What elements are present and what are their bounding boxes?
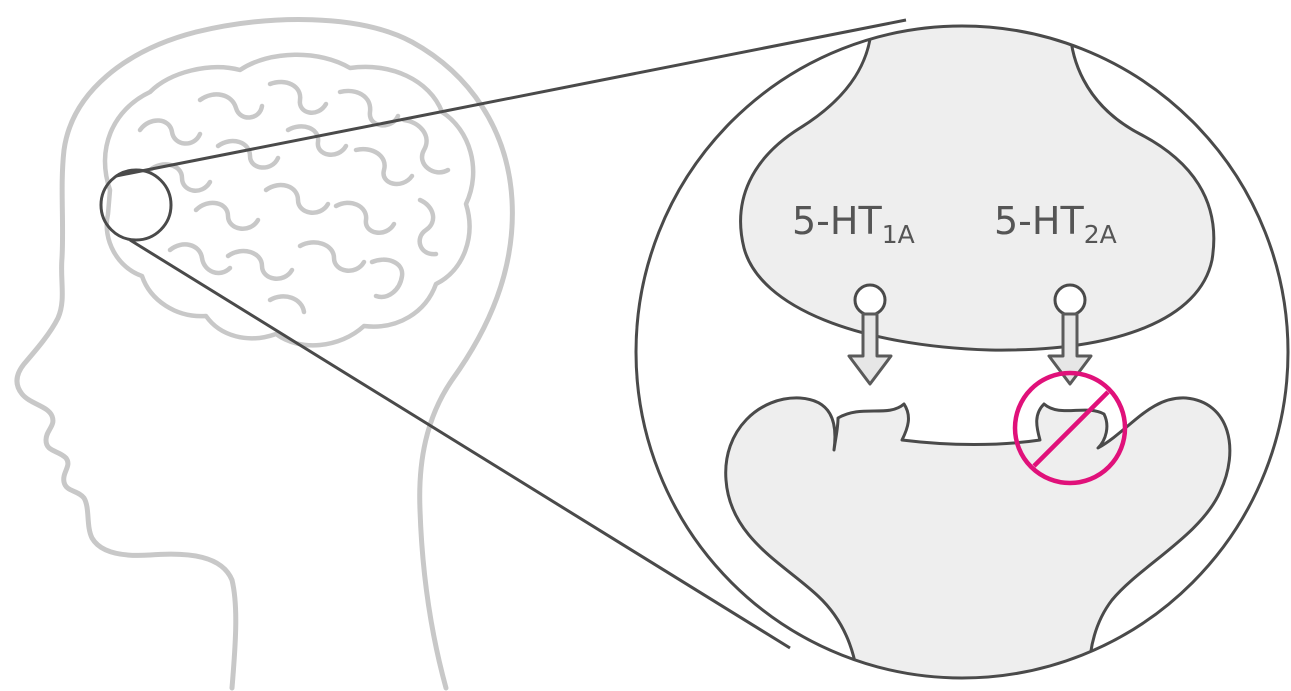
brain-fold (353, 146, 415, 187)
receptor-2a-signal (1047, 283, 1093, 386)
receptor-1a-subscript: 1A (882, 220, 915, 249)
brain-fold (167, 242, 233, 276)
brain-fold (333, 200, 397, 235)
brain-outline (102, 52, 476, 348)
brain-fold (225, 248, 295, 281)
brain-fold (369, 257, 405, 300)
presynaptic-terminal (739, 26, 1216, 352)
brain (102, 52, 476, 348)
brain-fold (337, 88, 401, 128)
brain-fold (417, 197, 439, 257)
brain-fold (401, 117, 451, 175)
zoom-line-bottom (129, 238, 791, 650)
receptor-1a-base: 5-HT (792, 199, 882, 243)
brain-fold (137, 118, 203, 146)
zoom-source-circle (99, 168, 173, 242)
magnified-view: 5-HT1A 5-HT2A (634, 24, 1290, 680)
brain-fold (297, 240, 367, 273)
zoom-line-top (115, 18, 907, 178)
receptor-1a-signal (847, 283, 893, 386)
receptor-label-2a: 5-HT2A (994, 199, 1117, 249)
receptor-2a-subscript: 2A (1084, 220, 1117, 249)
brain-fold (267, 294, 307, 315)
brain-fold (267, 79, 329, 115)
brain-fold (193, 200, 261, 231)
brain-fold (147, 162, 213, 193)
down-arrow-2a (1047, 312, 1093, 386)
ligand-2a (1053, 283, 1087, 317)
receptor-2a-base: 5-HT (994, 199, 1084, 243)
head-silhouette (14, 17, 515, 691)
brain-fold (263, 182, 331, 215)
receptor-label-1a: 5-HT1A (792, 199, 915, 249)
head-outline (14, 17, 515, 691)
blocked-icon (1012, 370, 1128, 486)
magnified-circle (634, 24, 1290, 680)
brain-fold (215, 138, 281, 170)
zoom-connector (99, 18, 907, 650)
down-arrow-1a (847, 312, 893, 386)
ligand-1a (853, 283, 887, 317)
brain-fold (285, 124, 349, 157)
brain-fold (197, 92, 265, 120)
